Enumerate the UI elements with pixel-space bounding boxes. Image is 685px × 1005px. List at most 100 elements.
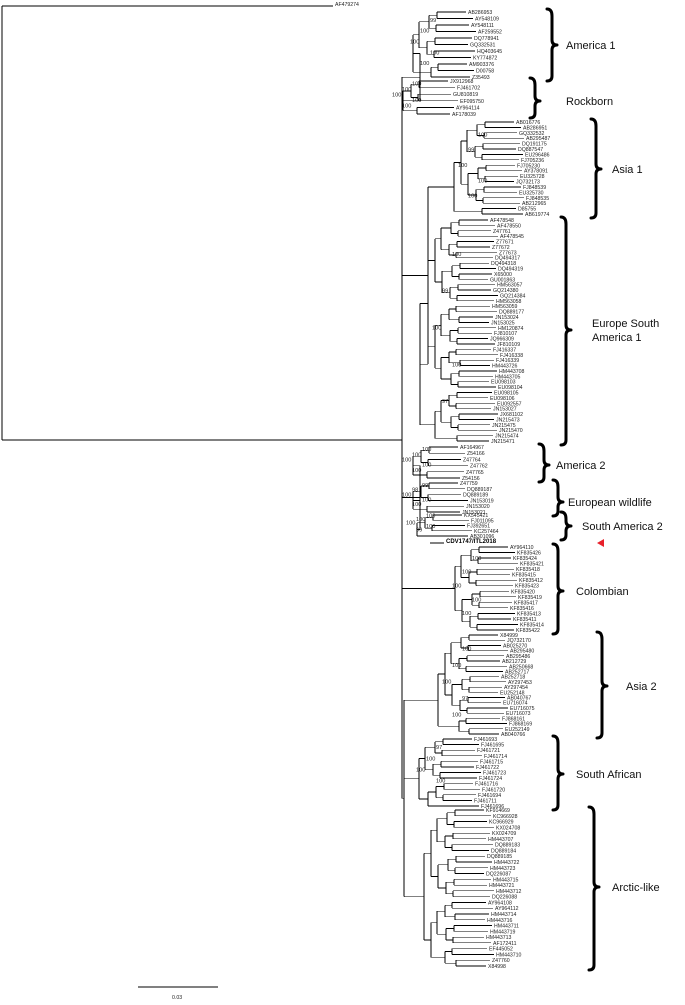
bootstrap-value: 100 (436, 779, 445, 785)
leaf-label: FJ011095 (471, 518, 494, 524)
leaf-label: AB252718 (501, 675, 525, 681)
leaf-label: D85755 (518, 207, 536, 213)
bootstrap-value: 100 (412, 98, 421, 104)
leaf-label: AB025270 (503, 643, 527, 649)
bootstrap-value: 99 (442, 289, 448, 295)
leaf-label: KX024709 (492, 831, 516, 837)
leaf-label: KF835423 (515, 584, 539, 590)
leaf-label: FJ392651 (467, 524, 490, 530)
clade-bracket (537, 442, 551, 484)
leaf-label: FJ705236 (521, 158, 544, 164)
leaf-label: KF835411 (513, 617, 537, 623)
leaf-label: AB250668 (509, 664, 533, 670)
bootstrap-value: 100 (402, 458, 411, 464)
bootstrap-value: 100 (472, 556, 481, 562)
clade-bracket (551, 478, 565, 518)
leaf-label: FJ461723 (483, 771, 506, 777)
leaf-label: AB286951 (523, 125, 547, 131)
leaf-label: AB252717 (505, 669, 529, 675)
bootstrap-value: 100 (452, 362, 461, 368)
bootstrap-value: 97 (442, 399, 448, 405)
leaf-label: FJ461695 (481, 743, 504, 749)
leaf-label: KF835419 (518, 595, 542, 601)
leaf-label: JQ732170 (507, 638, 531, 644)
leaf-label: EU252149 (505, 727, 530, 733)
leaf-label: AB040766 (501, 732, 525, 738)
scale-bar-label: 0.03 (172, 995, 182, 1001)
leaf-label: AM903376 (469, 62, 494, 68)
leaf-label: JN153025 (491, 320, 515, 326)
bootstrap-value: 100 (432, 326, 441, 332)
leaf-label: FJ461715 (480, 759, 503, 765)
red-triangle-marker (597, 539, 604, 547)
bootstrap-value: 100 (468, 194, 477, 200)
leaf-label: AY378091 (524, 169, 548, 175)
leaf-label: AY297453 (508, 680, 532, 686)
leaf-label: DQ226087 (486, 872, 511, 878)
leaf-label: JN153021 (462, 510, 486, 516)
leaf-label: X84998 (488, 964, 506, 970)
bootstrap-value: 100 (422, 497, 431, 503)
leaf-label: DQ889189 (463, 493, 488, 499)
leaf-label: FJ416339 (496, 358, 519, 364)
leaf-label: DQ494317 (495, 256, 520, 262)
leaf-label: HM443723 (490, 866, 515, 872)
bootstrap-value: 100 (478, 132, 487, 138)
bootstrap-value: 100 (472, 597, 481, 603)
leaf-label: DQ494318 (491, 261, 516, 267)
leaf-label: Z77673 (499, 250, 517, 256)
leaf-label: EU098105 (494, 390, 519, 396)
leaf-labels: AB286953AY548109AY548111AF259552DQ778941… (450, 10, 550, 970)
bootstrap-value: 100 (406, 521, 415, 527)
bootstrap-value: 100 (462, 611, 471, 617)
leaf-label: KF835413 (517, 611, 541, 617)
clade-label: Asia 1 (612, 164, 643, 176)
leaf-label: DQ778941 (474, 36, 499, 42)
bootstrap-value: 99 (416, 528, 422, 534)
leaf-label: GU810819 (453, 92, 478, 98)
clade-bracket (589, 117, 603, 220)
bootstrap-value: 100 (452, 252, 461, 258)
leaf-label: EU098106 (490, 396, 515, 402)
leaf-label: KF835426 (517, 551, 541, 557)
leaf-label: KF835412 (519, 578, 543, 584)
bootstrap-value: 100 (452, 713, 461, 719)
bootstrap-value: 100 (416, 768, 425, 774)
leaf-label: HM443710 (496, 952, 521, 958)
bootstrap-value: 100 (420, 29, 429, 35)
bootstrap-value: 100 (462, 647, 471, 653)
clade-label: America 1 (566, 40, 616, 52)
leaf-label: AF172411 (493, 941, 517, 947)
leaf-label: AF178039 (452, 112, 476, 118)
leaf-label: HM443708 (499, 369, 524, 375)
clade-label: South America 2 (582, 521, 663, 533)
bootstrap-value: 100 (410, 40, 419, 46)
leaf-label: Z77671 (496, 240, 514, 246)
leaf-label: AB295486 (506, 654, 530, 660)
bootstrap-value: 100 (458, 163, 467, 169)
leaf-label: EF445052 (489, 947, 513, 953)
leaf-label: AY964110 (510, 545, 534, 551)
leaf-label: KF835414 (520, 622, 544, 628)
leaf-label: Z54166 (467, 451, 485, 457)
leaf-label: EU716073 (506, 711, 531, 717)
leaf-label: KX545421 (464, 513, 488, 519)
highlight-leaf-label: CDV1747/ITL2018 (446, 539, 497, 545)
leaf-label: FJ461711 (474, 798, 497, 804)
bootstrap-value: 100 (392, 93, 401, 99)
leaf-label: AF478545 (500, 234, 524, 240)
clade-label: Arctic-like (612, 882, 660, 894)
leaf-label: HM443713 (486, 935, 511, 941)
leaf-label: X65000 (494, 272, 512, 278)
leaf-label: KF835422 (516, 628, 540, 634)
leaf-label: EU252148 (500, 690, 525, 696)
leaf-label: HM443714 (491, 912, 516, 918)
leaf-label: KF835420 (511, 589, 535, 595)
leaf-label: JN215473 (496, 417, 520, 423)
bootstrap-value: 100 (426, 524, 435, 530)
leaf-label: KF835424 (513, 556, 537, 562)
leaf-label: EU716075 (510, 706, 535, 712)
clade-label: America 2 (556, 460, 606, 472)
